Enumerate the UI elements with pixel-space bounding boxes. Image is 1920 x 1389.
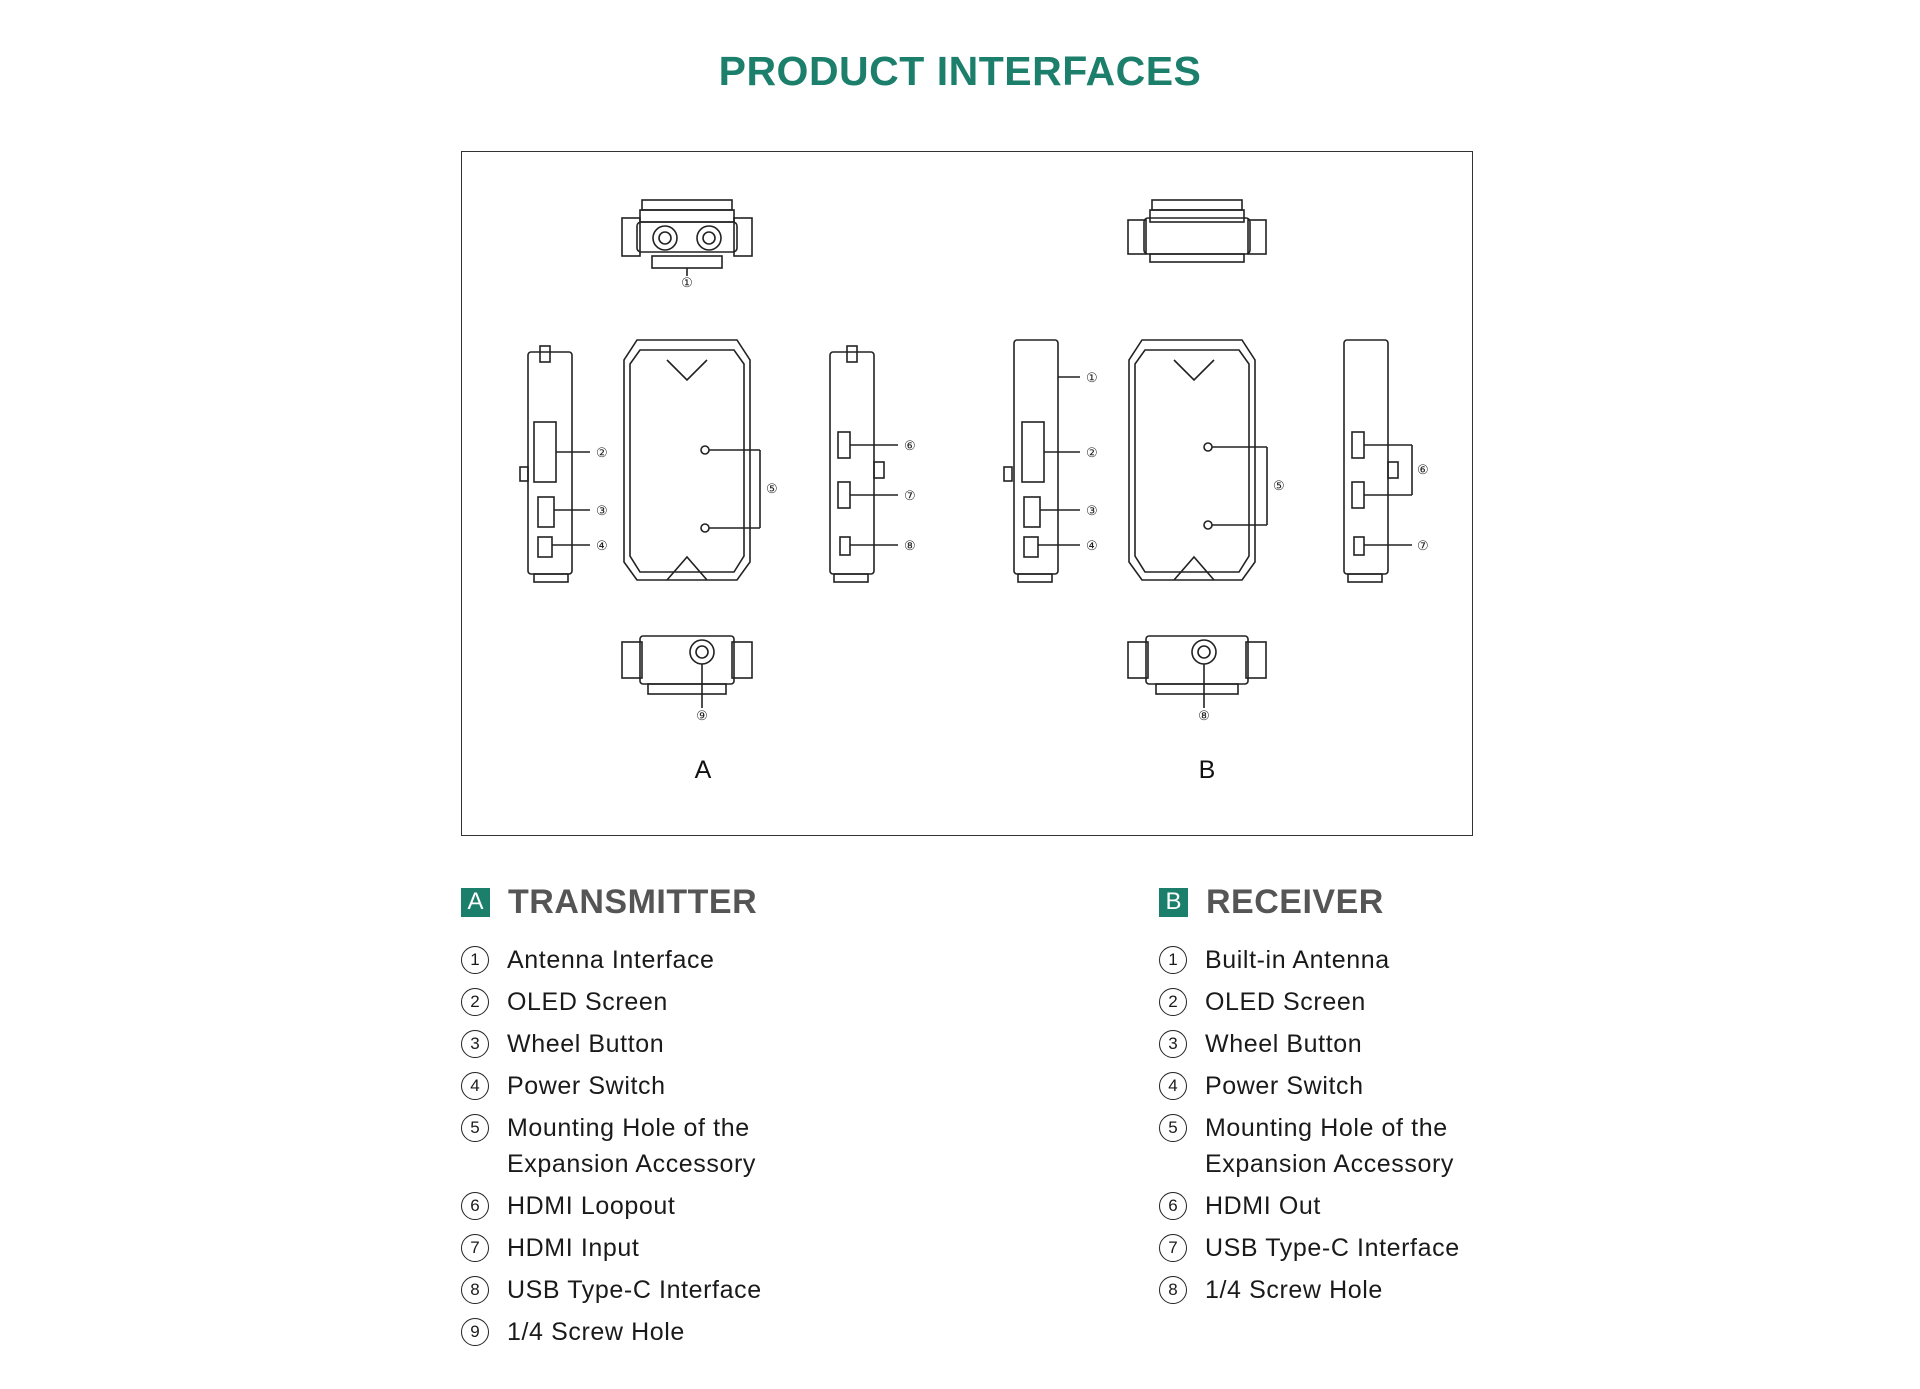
figure-label-a: A	[695, 756, 712, 784]
item-label: Wheel Button	[507, 1030, 665, 1058]
badge-b: B	[1159, 887, 1188, 917]
callout-a5: ⑤	[766, 481, 778, 496]
legend-item: 3 Wheel Button	[1159, 1026, 1460, 1062]
item-number-circle: 9	[461, 1318, 489, 1346]
item-label: USB Type-C Interface	[1205, 1234, 1460, 1262]
item-number-circle: 1	[461, 946, 489, 974]
item-label: Wheel Button	[1205, 1030, 1363, 1058]
legend-item: 6 HDMI Out	[1159, 1188, 1460, 1224]
legend-item: 6 HDMI Loopout	[461, 1188, 762, 1224]
item-number-circle: 3	[1159, 1030, 1187, 1058]
item-label: 1/4 Screw Hole	[1205, 1276, 1383, 1304]
badge-a: A	[461, 887, 490, 917]
legend-item: 5 Mounting Hole of the Expansion Accessor…	[1159, 1110, 1460, 1182]
callout-a3: ③	[596, 503, 608, 518]
item-label: Mounting Hole of the Expansion Accessory	[507, 1114, 757, 1178]
item-label: Mounting Hole of the Expansion Accessory	[1205, 1114, 1455, 1178]
item-number-circle: 7	[461, 1234, 489, 1262]
receiver-right-view	[1343, 339, 1413, 583]
callout-b2: ②	[1086, 445, 1098, 460]
item-number-circle: 8	[1159, 1276, 1187, 1304]
receiver-front-view	[1128, 339, 1268, 581]
callout-b4: ④	[1086, 538, 1098, 553]
item-number-circle: 8	[461, 1276, 489, 1304]
transmitter-legend: A TRANSMITTER 1 Antenna Interface 2 OLED Sc…	[461, 880, 762, 1356]
item-label: Built-in Antenna	[1205, 946, 1390, 974]
item-number-circle: 6	[1159, 1192, 1187, 1220]
item-label: USB Type-C Interface	[507, 1276, 762, 1304]
item-number-circle: 6	[461, 1192, 489, 1220]
transmitter-title: TRANSMITTER	[508, 882, 758, 921]
legend-item: 9 1/4 Screw Hole	[461, 1314, 762, 1350]
item-number-circle: 4	[1159, 1072, 1187, 1100]
device-diagram: ① ② ③ ④ ⑤ ⑥ ⑦	[461, 151, 1473, 836]
callout-a6: ⑥	[904, 438, 916, 453]
legend-item: 5 Mounting Hole of the Expansion Accessor…	[461, 1110, 762, 1182]
page-title: PRODUCT INTERFACES	[718, 48, 1202, 94]
legend-item: 1 Antenna Interface	[461, 942, 762, 978]
transmitter-item-list: 1 Antenna Interface 2 OLED Screen 3 Wheel But…	[461, 942, 762, 1350]
transmitter-left-view	[519, 345, 590, 583]
callout-b1: ①	[1086, 370, 1098, 385]
receiver-bottom-view	[1127, 635, 1267, 708]
item-label: Power Switch	[507, 1072, 666, 1100]
legend-item: 8 1/4 Screw Hole	[1159, 1272, 1460, 1308]
transmitter-front-view	[623, 339, 761, 581]
receiver-header: B RECEIVER	[1159, 880, 1460, 924]
item-number-circle: 2	[1159, 988, 1187, 1016]
item-label: 1/4 Screw Hole	[507, 1318, 685, 1346]
callout-b3: ③	[1086, 503, 1098, 518]
receiver-top-view	[1127, 199, 1267, 263]
figure-label-b: B	[1199, 756, 1216, 784]
item-number-circle: 5	[1159, 1114, 1187, 1142]
item-label: Power Switch	[1205, 1072, 1364, 1100]
item-number-circle: 2	[461, 988, 489, 1016]
receiver-item-list: 1 Built-in Antenna 2 OLED Screen 3 Wheel Butt…	[1159, 942, 1460, 1308]
callout-b7: ⑦	[1417, 538, 1429, 553]
callout-a2: ②	[596, 445, 608, 460]
device-drawings: ① ② ③ ④ ⑤ ⑥ ⑦	[519, 199, 1429, 784]
legend-item: 2 OLED Screen	[1159, 984, 1460, 1020]
legend-item: 7 USB Type-C Interface	[1159, 1230, 1460, 1266]
legend-item: 8 USB Type-C Interface	[461, 1272, 762, 1308]
receiver-title: RECEIVER	[1206, 882, 1384, 921]
callout-a8: ⑧	[904, 538, 916, 553]
item-label: OLED Screen	[1205, 988, 1366, 1016]
transmitter-right-view	[829, 345, 898, 583]
transmitter-bottom-view	[621, 635, 753, 708]
item-label: HDMI Out	[1205, 1192, 1321, 1220]
item-label: OLED Screen	[507, 988, 668, 1016]
legend-item: 2 OLED Screen	[461, 984, 762, 1020]
callout-a4: ④	[596, 538, 608, 553]
callout-a9: ⑨	[696, 708, 708, 723]
item-number-circle: 4	[461, 1072, 489, 1100]
transmitter-top-view	[621, 199, 753, 276]
item-label: Antenna Interface	[507, 946, 715, 974]
item-number-circle: 5	[461, 1114, 489, 1142]
receiver-legend: B RECEIVER 1 Built-in Antenna 2 OLED Screen…	[1159, 880, 1460, 1314]
legend-item: 3 Wheel Button	[461, 1026, 762, 1062]
callout-a7: ⑦	[904, 488, 916, 503]
legend-item: 1 Built-in Antenna	[1159, 942, 1460, 978]
item-label: HDMI Input	[507, 1234, 640, 1262]
callout-a1: ①	[681, 275, 693, 290]
item-number-circle: 3	[461, 1030, 489, 1058]
callout-b5: ⑤	[1273, 478, 1285, 493]
receiver-left-view	[1003, 339, 1080, 583]
transmitter-header: A TRANSMITTER	[461, 880, 762, 924]
legend-item: 7 HDMI Input	[461, 1230, 762, 1266]
legend-item: 4 Power Switch	[461, 1068, 762, 1104]
item-number-circle: 1	[1159, 946, 1187, 974]
item-number-circle: 7	[1159, 1234, 1187, 1262]
legend-item: 4 Power Switch	[1159, 1068, 1460, 1104]
callout-b6: ⑥	[1417, 462, 1429, 477]
callout-b8: ⑧	[1198, 708, 1210, 723]
item-label: HDMI Loopout	[507, 1192, 676, 1220]
